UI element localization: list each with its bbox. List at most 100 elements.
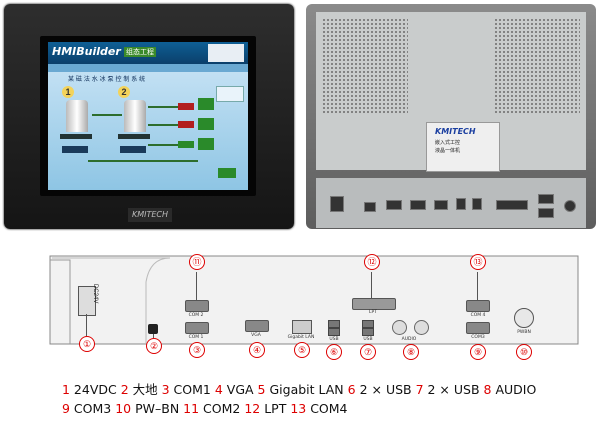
tank-one: [66, 100, 88, 132]
pipe: [88, 160, 198, 162]
legend-number: 5: [257, 382, 266, 397]
callout-11: ⑪: [189, 254, 205, 270]
legend-port-name: Gigabit LAN: [265, 382, 348, 397]
legend-line-1: 1 24VDC 2 大地 3 COM1 4 VGA 5 Gigabit LAN …: [62, 380, 582, 399]
pipe: [148, 124, 188, 126]
callout-6: ⑥: [326, 344, 342, 360]
back-brand-logo: KMITECH: [435, 127, 476, 136]
legend-number: 7: [415, 382, 424, 397]
pump-icon: [198, 118, 214, 130]
valve-indicator: [178, 121, 194, 128]
vent-grill-right: [494, 18, 580, 114]
pipe: [92, 114, 122, 116]
hmi-screen: HMIBuilder 组态工程 某 磁 法 水 冰 泵 控 制 系 统 1 2: [48, 42, 248, 190]
com2-port: [185, 300, 209, 312]
legend-number: 2: [120, 382, 129, 397]
usb-port: [328, 328, 340, 336]
mini-port: [538, 194, 554, 204]
usb-port-label: USB: [363, 337, 373, 342]
callout-leader: [477, 272, 478, 300]
io-diagram: DC24V COM 2 COM 1 VGA Gigabit LAN USB US…: [30, 252, 590, 362]
callout-13: ⑬: [470, 254, 486, 270]
legend-number: 11: [183, 401, 200, 416]
legend-port-name: 大地: [128, 382, 162, 397]
step-two-badge: 2: [118, 86, 130, 98]
screen-logo: [208, 44, 244, 62]
tank-two: [124, 100, 146, 132]
legend-number: 10: [115, 401, 132, 416]
usb-port: [362, 328, 374, 336]
mini-port: [434, 200, 448, 210]
power-button-label: PWBN: [517, 330, 531, 335]
callout-2: ②: [146, 338, 162, 354]
mini-port: [386, 200, 402, 210]
callout-leader: [86, 314, 87, 336]
legend-number: 8: [483, 382, 492, 397]
audio-jack: [414, 320, 429, 335]
callout-8: ⑧: [403, 344, 419, 360]
mini-port: [472, 198, 482, 210]
com3-port-label: COM3: [471, 335, 485, 340]
callout-leader: [153, 334, 154, 338]
power-button: [514, 308, 534, 328]
mini-port: [496, 200, 528, 210]
vga-port-label: VGA: [251, 333, 261, 338]
callout-7: ⑦: [360, 344, 376, 360]
com4-port: [466, 300, 490, 312]
callout-9: ⑨: [470, 344, 486, 360]
vent-grill-left: [322, 18, 408, 114]
legend-port-name: COM1: [169, 382, 215, 397]
legend-port-name: 2 × USB: [355, 382, 416, 397]
screen-caption: 某 磁 法 水 冰 泵 控 制 系 统: [68, 76, 146, 83]
callout-4: ④: [249, 342, 265, 358]
legend-port-name: PW–BN: [131, 401, 184, 416]
ground-screw: [148, 324, 158, 334]
legend-number: 9: [62, 401, 70, 416]
bezel-brand-logo: KMITECH: [128, 208, 172, 222]
tank-two-base: [118, 134, 150, 139]
port-legend: 1 24VDC 2 大地 3 COM1 4 VGA 5 Gigabit LAN …: [62, 380, 582, 418]
readout-box: [120, 146, 146, 153]
readout-box: [62, 146, 88, 153]
mini-port: [456, 198, 466, 210]
callout-5: ⑤: [294, 342, 310, 358]
valve-indicator: [178, 141, 194, 148]
com2-port-label: COM 2: [188, 313, 204, 318]
lan-port: [292, 320, 312, 334]
mini-port: [538, 208, 554, 218]
legend-number: 1: [62, 382, 70, 397]
mini-port: [364, 202, 376, 212]
usb-port: [328, 320, 340, 328]
back-plate: KMITECH 嵌入式工控 液晶一体机: [316, 12, 586, 228]
back-panel-photo: KMITECH 嵌入式工控 液晶一体机: [306, 4, 596, 229]
valve-indicator: [178, 103, 194, 110]
step-one-badge: 1: [62, 86, 74, 98]
back-io-strip: [316, 178, 586, 228]
screen-brand-badge: 组态工程: [124, 47, 156, 57]
dc-label: DC24V: [92, 284, 98, 304]
usb-port-label: USB: [329, 337, 339, 342]
legend-port-name: COM2: [199, 401, 245, 416]
mini-port: [564, 200, 576, 212]
screen-title: HMIBuilder: [52, 45, 121, 58]
usb-port: [362, 320, 374, 328]
callout-12: ⑫: [364, 254, 380, 270]
label-line: 液晶一体机: [435, 148, 461, 154]
callout-10: ⑩: [516, 344, 532, 360]
callout-3: ③: [189, 342, 205, 358]
mini-port: [410, 200, 426, 210]
lpt-port: [352, 298, 396, 310]
pipe: [148, 144, 188, 146]
pump-icon: [198, 98, 214, 110]
mini-port: [330, 196, 344, 212]
legend-port-name: AUDIO: [491, 382, 537, 397]
audio-label: AUDIO: [401, 337, 417, 342]
legend-number: 4: [214, 382, 223, 397]
callout-1: ①: [79, 336, 95, 352]
legend-port-name: COM4: [306, 401, 348, 416]
audio-jack: [392, 320, 407, 335]
legend-number: 6: [347, 382, 356, 397]
legend-number: 13: [290, 401, 307, 416]
pipe: [148, 106, 188, 108]
com4-port-label: COM 4: [470, 313, 486, 318]
